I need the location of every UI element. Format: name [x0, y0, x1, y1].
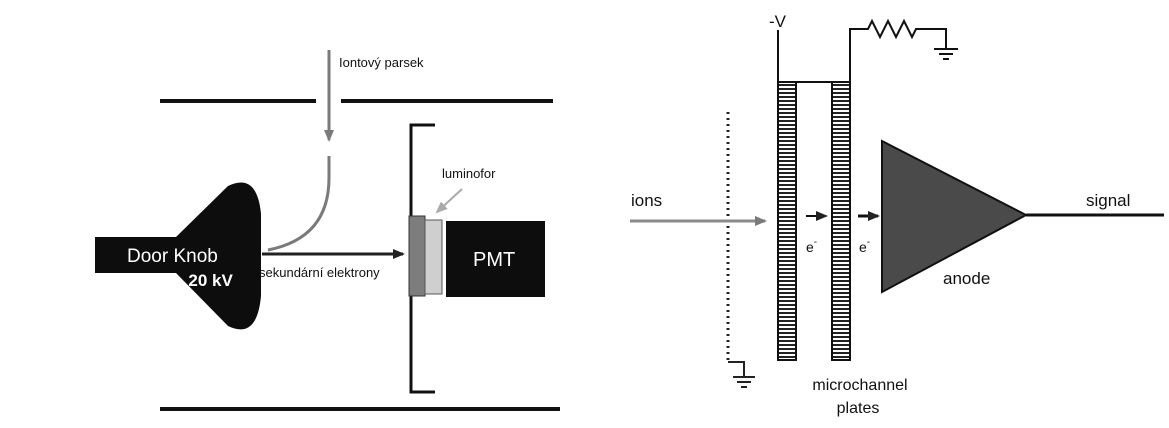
mcp-plate-2: [831, 81, 851, 361]
luminophore-pointer: [435, 188, 463, 214]
resistor-ground-icon: [934, 48, 958, 60]
anode-label: anode: [943, 269, 990, 288]
grid-ground-wire: [728, 361, 745, 376]
door-knob-label: Door Knob: [127, 246, 218, 267]
mcp-plate-1: [777, 81, 797, 361]
secondary-electrons-label: sekundární elektrony: [259, 265, 380, 280]
luminophore-light-layer: [424, 219, 443, 295]
resistor-wire: [849, 18, 947, 82]
left-diagram: Iontový parsek Door Knob - 20 kV sekundá…: [95, 50, 560, 411]
ion-beam-curve: [267, 156, 331, 252]
pmt-label: PMT: [473, 249, 515, 271]
anode-triangle: [881, 139, 1029, 294]
voltage-label: -V: [769, 12, 787, 31]
mcp-label-line2: plates: [837, 400, 880, 417]
signal-label: signal: [1086, 191, 1130, 210]
electron-label-1: e-: [806, 237, 817, 255]
door-knob: [95, 182, 261, 330]
pmt-box: [446, 221, 545, 297]
door-knob-voltage: - 20 kV: [178, 271, 233, 290]
ions-label: ions: [631, 191, 662, 210]
right-diagram: ions -V e- e- anode signal microchannel …: [630, 12, 1164, 417]
mcp-label-line1: microchannel: [812, 377, 907, 394]
luminophore-dark-layer: [408, 215, 426, 297]
electron-label-2: e-: [859, 237, 870, 255]
ion-beam-label: Iontový parsek: [339, 55, 424, 70]
grid-ground-icon: [733, 376, 755, 388]
luminophore-label: luminofor: [442, 166, 496, 181]
